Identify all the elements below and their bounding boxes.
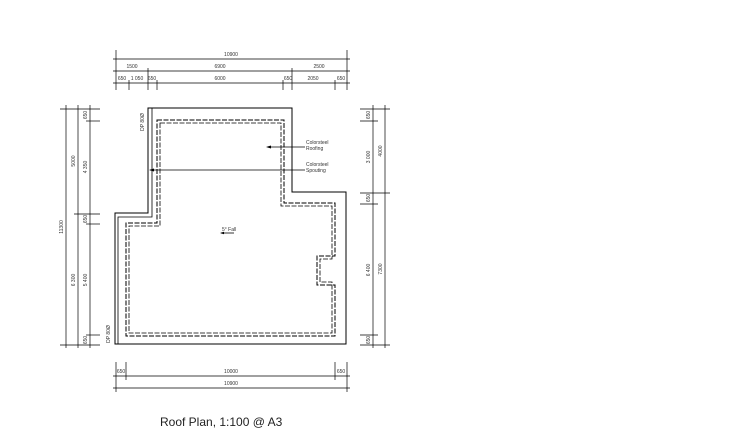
dim-left-inner-1: 4 350 [83,161,89,174]
dim-left-inner-3: 5 400 [83,274,89,287]
dim-right-inner-1: 3 000 [366,151,372,164]
dim-left-outer-0: 5000 [71,155,77,166]
roof-outline [114,107,347,345]
note-spouting-1: Colorsteel [306,162,329,168]
dim-left-inner-4: 650 [83,336,89,345]
dim-row3-1: 1 050 [131,76,144,82]
drawing-title: Roof Plan, 1:100 @ A3 [160,415,283,429]
dim-bottom-2: 650 [337,369,346,375]
dim-right-outer-1: 7300 [378,263,384,274]
left-dimensions [60,105,100,348]
note-roofing-2: Roofing [306,146,323,152]
dim-row3-2: 650 [148,76,157,82]
dim-right-inner-3: 6 400 [366,264,372,277]
dim-left-outer-1: 6 300 [71,274,77,287]
top-dimensions [113,50,350,90]
dim-top-overall: 10900 [224,52,238,58]
bottom-dimensions [113,362,350,392]
gutter-inner [128,122,333,334]
note-downpipe-top: DP 80Ø [140,113,146,131]
dim-bottom-overall: 10900 [224,381,238,387]
dim-top-1: 1500 [126,64,137,70]
dim-right-outer-0: 4000 [378,145,384,156]
dim-row3-5: 2050 [307,76,318,82]
dim-bottom-0: 650 [117,369,126,375]
dim-row3-3: 6000 [214,76,225,82]
dim-right-inner-4: 650 [366,336,372,345]
dim-row3-0: 650 [118,76,127,82]
dim-left-overall: 11300 [59,220,65,234]
dim-left-inner-0: 650 [83,111,89,120]
dim-row3-4: 650 [284,76,293,82]
note-roofing-1: Colorsteel [306,140,329,146]
roof-outline-inner [117,108,153,344]
dim-left-inner-2: 650 [83,215,89,224]
right-dimensions [360,105,390,348]
dim-top-2: 6900 [214,64,225,70]
dim-right-inner-2: 650 [366,194,372,203]
gutter-outer [125,119,336,337]
dim-right-inner-0: 650 [366,111,372,120]
dim-top-3: 2500 [313,64,324,70]
note-spouting-2: Spouting [306,168,326,174]
dim-bottom-1: 10000 [224,369,238,375]
note-downpipe-bottom: DP 80Ø [106,325,112,343]
note-fall: 5° Fall [222,227,236,233]
dim-row3-6: 650 [337,76,346,82]
